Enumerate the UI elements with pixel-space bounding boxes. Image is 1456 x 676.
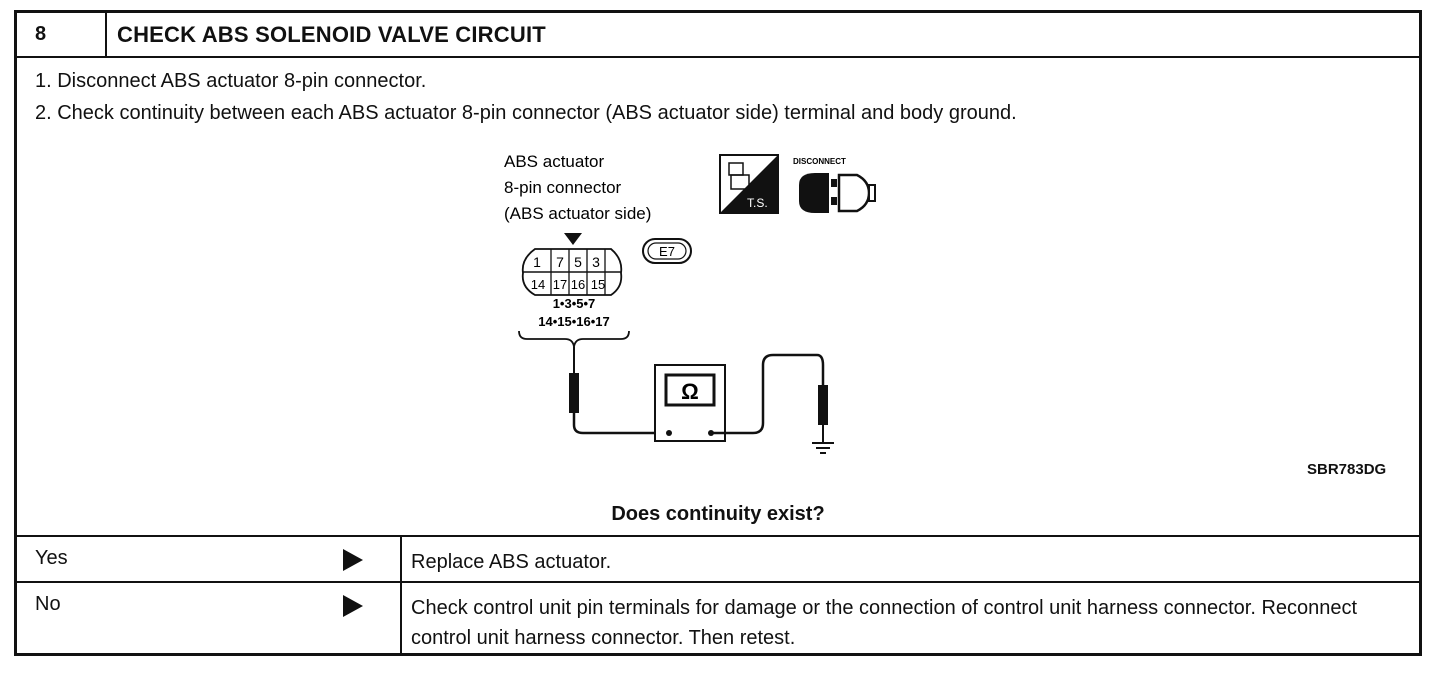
arrow-right-icon — [343, 549, 363, 571]
connector-label-line-3: (ABS actuator side) — [504, 204, 651, 223]
pin-3: 3 — [592, 254, 600, 270]
instruction-step-2: 2. Check continuity between each ABS act… — [35, 102, 1017, 124]
procedure-title: CHECK ABS SOLENOID VALVE CIRCUIT — [117, 22, 546, 47]
instruction-list: 1. Disconnect ABS actuator 8-pin connect… — [35, 65, 1017, 129]
ts-label: T.S. — [747, 196, 768, 210]
terminal-list-1: 1•3•5•7 — [553, 296, 596, 311]
ground-icon — [812, 442, 834, 454]
row-divider — [400, 537, 402, 581]
pin-7: 7 — [556, 254, 564, 270]
step-number: 8 — [17, 13, 107, 56]
tester-settings-icon: T.S. — [719, 154, 779, 214]
check-question: Does continuity exist? — [611, 503, 825, 525]
connector-label-line-2: 8-pin connector — [504, 178, 622, 197]
pin-5: 5 — [574, 254, 582, 270]
pin-1: 1 — [533, 254, 541, 270]
action-yes: Replace ABS actuator. — [411, 551, 612, 573]
result-row-no: No Check control unit pin terminals for … — [17, 581, 1419, 656]
procedure-header: 8 CHECK ABS SOLENOID VALVE CIRCUIT — [17, 13, 1419, 58]
pin-14: 14 — [531, 277, 545, 292]
answer-no: No — [35, 593, 61, 615]
instruction-step-1: 1. Disconnect ABS actuator 8-pin connect… — [35, 70, 427, 92]
connector-code-badge: E7 — [642, 238, 692, 264]
arrow-right-icon — [343, 595, 363, 617]
connector-label-line-1: ABS actuator — [504, 152, 605, 171]
connector-face: 1 7 5 3 14 17 16 15 — [521, 233, 623, 296]
probe-lead-right — [711, 353, 828, 443]
diagnostic-procedure-table: 8 CHECK ABS SOLENOID VALVE CIRCUIT 1. Di… — [14, 10, 1422, 656]
connector-continuity-diagram: ABS actuator 8-pin connector (ABS actuat… — [504, 152, 876, 454]
action-no: Check control unit pin terminals for dam… — [411, 597, 1358, 649]
probe-lead-left — [569, 347, 665, 435]
pin-15: 15 — [591, 277, 605, 292]
ohm-symbol-icon: Ω — [681, 379, 699, 404]
pin-16: 16 — [571, 277, 585, 292]
terminal-brace — [518, 330, 630, 348]
row-divider — [400, 583, 402, 656]
disconnect-label: DISCONNECT — [793, 157, 846, 166]
ohmmeter: Ω — [654, 364, 726, 442]
pin-17: 17 — [553, 277, 567, 292]
disconnect-icon: DISCONNECT — [793, 157, 876, 213]
answer-yes: Yes — [35, 547, 68, 569]
connector-code: E7 — [659, 244, 675, 259]
terminal-list-2: 14•15•16•17 — [538, 314, 610, 329]
figure-id: SBR783DG — [1307, 461, 1387, 478]
result-row-yes: Yes Replace ABS actuator. — [17, 535, 1419, 581]
